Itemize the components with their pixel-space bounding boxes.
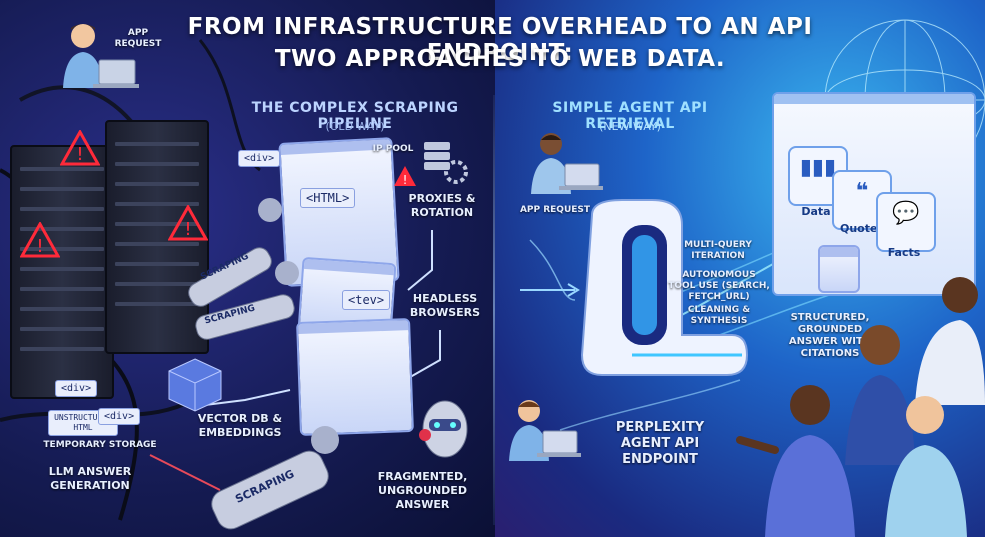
fragmented-answer-label: FRAGMENTED, UNGROUNDED ANSWER xyxy=(377,470,468,511)
document-icon xyxy=(296,318,414,436)
code-tag-div-3: <div> xyxy=(98,408,141,425)
api-endpoint-device xyxy=(580,199,749,376)
vector-db-label: VECTOR DB & EMBEDDINGS xyxy=(197,412,283,439)
laptop-icon xyxy=(542,430,578,454)
robot-head-icon xyxy=(419,400,468,458)
robot-arm-icon xyxy=(188,198,299,340)
right-app-request-label: APP REQUEST xyxy=(519,205,591,215)
warning-icon: ! xyxy=(394,166,416,187)
structured-answer-label: STRUCTURED, GROUNDED ANSWER WITH CITATIO… xyxy=(788,312,872,359)
cleaning-synthesis-label: CLEANING & SYNTHESIS xyxy=(687,305,751,326)
proxies-label: PROXIES & ROTATION xyxy=(408,192,476,219)
cube-icon xyxy=(168,358,222,412)
main-title-line-2: TWO APPROACHES TO WEB DATA. xyxy=(274,46,726,72)
autonomous-tool-label: AUTONOMOUS TOOL USE (SEARCH, FETCH_URL) xyxy=(668,270,770,302)
bar-chart-icon: ▮▮▮ xyxy=(788,146,848,206)
code-tag-html: <HTML> xyxy=(300,188,356,208)
code-tag-div: <div> xyxy=(238,150,281,167)
data-card-label: Data xyxy=(801,205,831,218)
right-subheading: (NEW WAY) xyxy=(599,120,661,133)
server-rack-icon xyxy=(105,120,209,354)
chat-bubble-icon: 💬 xyxy=(876,192,936,252)
quotes-card-label: Quotes xyxy=(839,222,884,235)
gear-icon xyxy=(424,142,468,184)
svg-text:!: ! xyxy=(36,236,43,257)
multi-query-label: MULTI-QUERY ITERATION xyxy=(684,240,752,261)
svg-text:!: ! xyxy=(403,173,408,187)
main-title-line-1: FROM INFRASTRUCTURE OVERHEAD TO AN API E… xyxy=(187,14,813,66)
warning-icon: ! xyxy=(20,222,60,258)
laptop-icon xyxy=(98,59,136,85)
document-icon xyxy=(818,245,860,293)
person-icon xyxy=(63,24,139,88)
team-people-illustration xyxy=(736,277,985,537)
left-heading: THE COMPLEX SCRAPING PIPELINE xyxy=(251,100,459,132)
svg-text:!: ! xyxy=(76,144,83,165)
temporary-storage-label: TEMPORARY STORAGE xyxy=(43,440,157,450)
llm-answer-label: LLM ANSWER GENERATION xyxy=(48,465,132,492)
server-rack-icon xyxy=(10,145,114,399)
center-divider xyxy=(493,95,495,525)
warning-icon: ! xyxy=(168,205,208,241)
endpoint-label: PERPLEXITY AGENT API ENDPOINT xyxy=(615,420,705,467)
person-icon xyxy=(509,400,581,461)
right-heading: SIMPLE AGENT API RETRIEVAL xyxy=(552,100,708,132)
warning-icon: ! xyxy=(60,130,100,166)
svg-text:!: ! xyxy=(184,219,191,240)
code-tag-div-2: <div> xyxy=(55,380,98,397)
robot-arm-icon xyxy=(211,426,339,530)
person-icon xyxy=(531,133,603,194)
left-subheading: (OLD WAY) xyxy=(325,120,385,133)
left-app-request-label: APP REQUEST xyxy=(114,28,162,49)
facts-card-label: Facts xyxy=(887,246,921,259)
ip-pool-label: IP POOL xyxy=(372,144,414,154)
headless-browsers-label: HEADLESS BROWSERS xyxy=(409,292,481,319)
code-tag-tev: <tev> xyxy=(342,290,391,310)
laptop-icon xyxy=(564,163,600,187)
